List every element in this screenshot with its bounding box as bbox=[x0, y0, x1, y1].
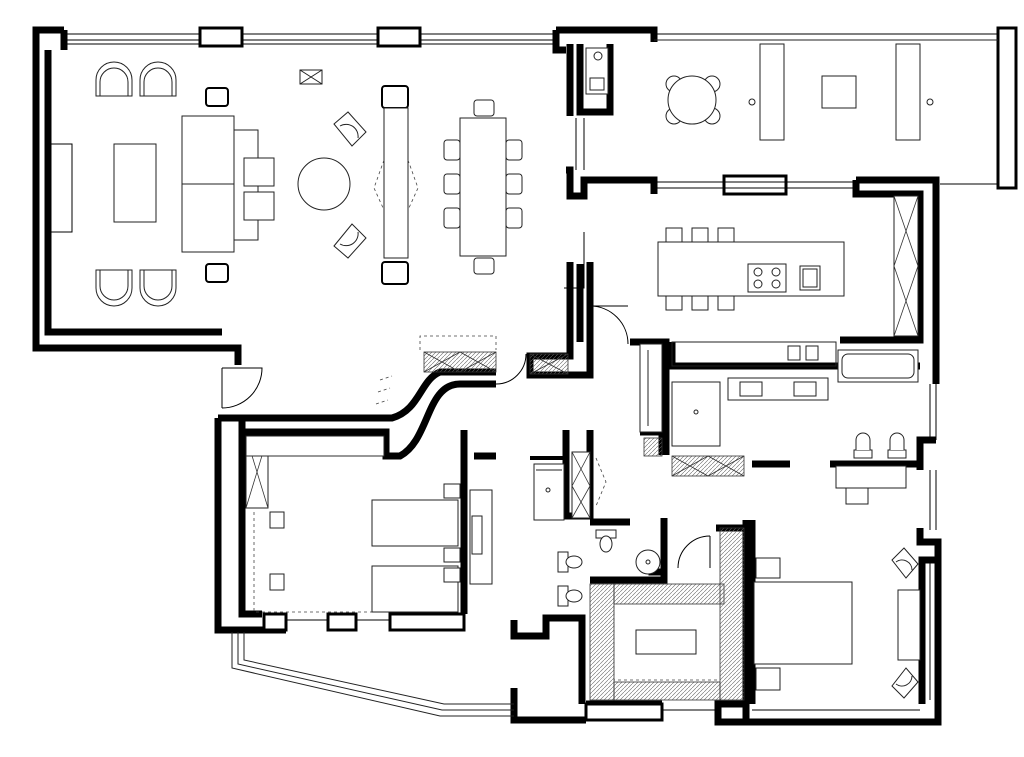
dining-table bbox=[459, 117, 507, 257]
vanity bbox=[835, 465, 907, 489]
dining-chair bbox=[443, 99, 523, 275]
corridor-storage bbox=[375, 335, 607, 507]
cooktop-icon bbox=[747, 263, 787, 293]
wardrobe bbox=[245, 435, 385, 509]
ottoman bbox=[635, 629, 697, 655]
outdoor-counter bbox=[585, 47, 609, 95]
bed bbox=[371, 565, 461, 613]
storage-unit bbox=[529, 353, 569, 375]
armchair bbox=[95, 269, 133, 307]
terrace bbox=[585, 43, 934, 141]
bidet bbox=[557, 585, 583, 607]
vanity bbox=[727, 377, 829, 401]
toilet bbox=[887, 432, 907, 459]
nightstand bbox=[755, 557, 781, 579]
armchair bbox=[139, 61, 177, 97]
armchair bbox=[891, 547, 919, 579]
washbasin bbox=[635, 549, 661, 575]
side-table bbox=[205, 263, 229, 283]
bar-stool bbox=[665, 227, 735, 311]
bathroom-guest bbox=[530, 451, 661, 607]
round-table bbox=[297, 157, 351, 211]
kitchen bbox=[639, 195, 919, 433]
desk bbox=[469, 489, 493, 585]
washbasin bbox=[739, 381, 763, 397]
storage-unit bbox=[423, 351, 497, 373]
sofa bbox=[181, 115, 275, 253]
washbasin bbox=[793, 381, 817, 397]
double-bed bbox=[753, 581, 853, 665]
sideboard bbox=[373, 85, 419, 285]
sink bbox=[799, 265, 821, 291]
toilet bbox=[595, 529, 617, 553]
round-table bbox=[665, 75, 721, 125]
bathtub bbox=[837, 349, 919, 383]
bedroom-master bbox=[753, 547, 921, 699]
lounge-chair bbox=[333, 111, 367, 147]
outdoor-table bbox=[821, 75, 857, 109]
bidet bbox=[853, 432, 873, 459]
stool bbox=[845, 487, 869, 505]
window-piers bbox=[198, 26, 1018, 722]
lounge-chair bbox=[333, 223, 367, 259]
shelf bbox=[571, 451, 591, 519]
bed bbox=[371, 483, 461, 563]
storage-unit bbox=[643, 437, 745, 477]
bathroom-main bbox=[835, 432, 907, 505]
tall-cabinet bbox=[893, 195, 919, 337]
bench bbox=[895, 43, 921, 141]
armchair bbox=[139, 269, 177, 307]
windows bbox=[47, 33, 998, 711]
living-dining bbox=[95, 61, 523, 307]
balcony bbox=[231, 632, 514, 717]
armchair bbox=[891, 667, 919, 699]
side-table bbox=[205, 87, 229, 107]
bedroom-guest bbox=[245, 435, 493, 613]
armchair bbox=[95, 61, 133, 97]
dresser bbox=[897, 589, 921, 661]
walk-in-closet bbox=[589, 527, 745, 701]
bench bbox=[759, 43, 785, 141]
lamp-icon bbox=[299, 69, 323, 85]
laundry bbox=[643, 349, 919, 477]
toilet bbox=[557, 551, 583, 573]
nightstand bbox=[755, 667, 781, 691]
doors bbox=[221, 232, 711, 569]
coffee-table bbox=[113, 143, 157, 223]
